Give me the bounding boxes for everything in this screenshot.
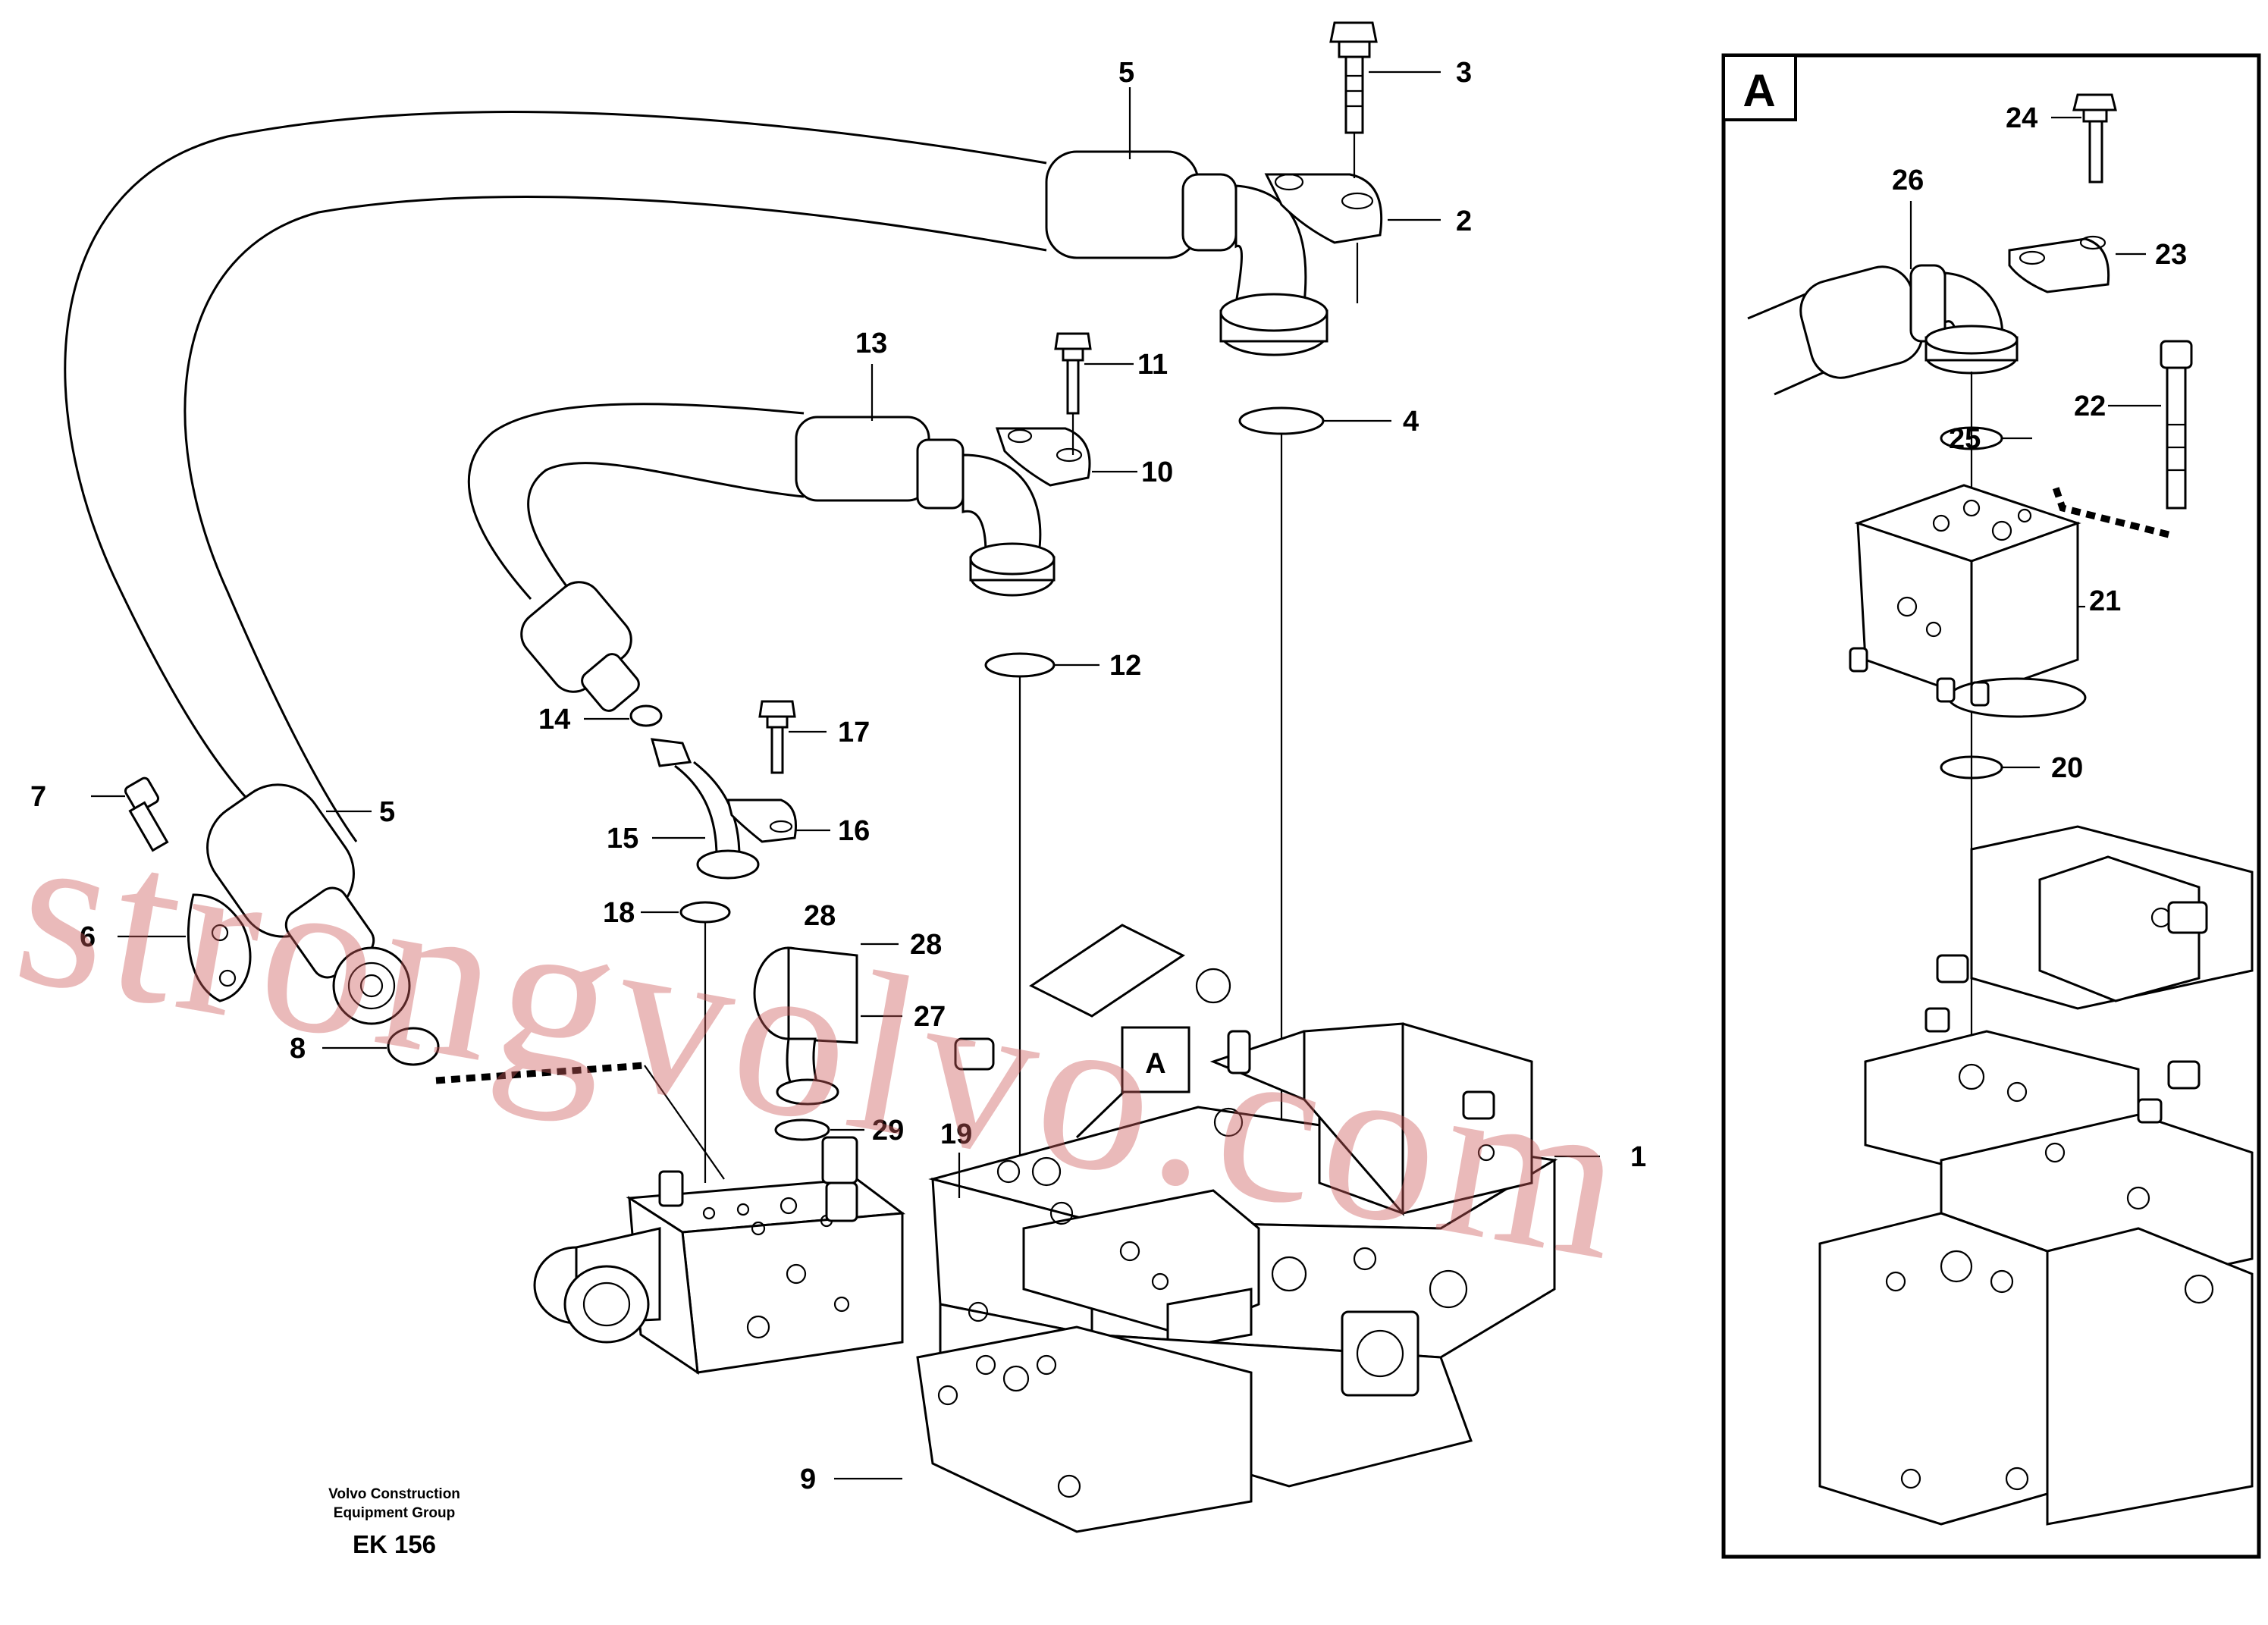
callout-28-upper: 28 <box>804 900 836 932</box>
callout-2: 2 <box>1456 205 1472 237</box>
view-marker-a-label: A <box>1145 1048 1165 1080</box>
detail-a-flange-23 <box>2008 235 2110 293</box>
detail-a-label-box <box>1722 54 1797 121</box>
o-ring-29 <box>774 1118 830 1141</box>
callout-6: 6 <box>80 921 96 953</box>
callout-4: 4 <box>1403 406 1419 438</box>
hose-13 <box>467 403 1056 712</box>
callout-23: 23 <box>2155 239 2187 271</box>
callout-9: 9 <box>800 1463 816 1495</box>
leader-to-valve-block <box>644 1065 725 1180</box>
detail-a-frame <box>1721 53 2261 1559</box>
callout-8: 8 <box>290 1033 306 1065</box>
callout-1: 1 <box>1630 1141 1646 1173</box>
detail-a-bolt-22 <box>2160 340 2193 510</box>
valve-block-small <box>533 1136 906 1376</box>
callout-13: 13 <box>855 328 887 359</box>
detail-a-label: A <box>1743 65 1775 116</box>
callout-5-lower: 5 <box>379 796 395 828</box>
main-control-valve <box>916 924 1558 1533</box>
o-ring-8 <box>387 1027 440 1066</box>
flange-2 <box>1264 173 1383 303</box>
callout-15: 15 <box>607 823 638 855</box>
callout-10: 10 <box>1141 456 1173 488</box>
callout-29: 29 <box>872 1115 904 1147</box>
callout-leaders <box>91 71 2161 1480</box>
callout-18: 18 <box>603 897 635 929</box>
callout-25: 25 <box>1949 423 1981 455</box>
leader-dashed-lower <box>435 1062 645 1084</box>
callout-14: 14 <box>538 704 570 736</box>
detail-a-dashed-leader <box>2051 484 2170 538</box>
flange-6 <box>187 893 252 1002</box>
flange-10 <box>995 427 1091 487</box>
detail-a-hose-26 <box>1747 264 2019 396</box>
callout-5-top: 5 <box>1118 57 1134 89</box>
bolt-3 <box>1329 21 1378 178</box>
callout-20: 20 <box>2051 752 2083 784</box>
credit-org-line-1: Volvo Construction <box>328 1486 460 1502</box>
detail-a-block-21 <box>1849 484 2087 718</box>
callout-16: 16 <box>838 815 870 847</box>
tube-15 <box>629 704 760 1183</box>
drawing-code: EK 156 <box>352 1530 437 1558</box>
callout-27: 27 <box>914 1001 946 1033</box>
detail-a-valve-section <box>1818 825 2254 1526</box>
detail-a-bolt-24 <box>2072 93 2117 184</box>
bolt-17 <box>758 700 796 774</box>
callout-12: 12 <box>1109 650 1141 682</box>
callout-17: 17 <box>838 717 870 748</box>
flange-16 <box>726 798 797 843</box>
callout-21: 21 <box>2089 585 2121 617</box>
credit-org-line-2: Equipment Group <box>333 1505 456 1521</box>
credit-organization: Volvo Construction Equipment Group <box>273 1485 516 1523</box>
bolt-7 <box>124 776 169 852</box>
callout-7: 7 <box>30 781 46 813</box>
callout-19: 19 <box>940 1118 972 1150</box>
callout-24: 24 <box>2006 102 2037 134</box>
callout-11: 11 <box>1137 349 1168 381</box>
callout-3: 3 <box>1456 57 1472 89</box>
callout-28-lower: 28 <box>910 929 942 961</box>
callout-22: 22 <box>2074 391 2106 422</box>
bolt-11 <box>1054 332 1092 455</box>
hose-5-large <box>64 111 1328 1025</box>
fitting-27 <box>753 946 858 1106</box>
callout-numbers: 1 2 3 4 5 5 6 7 8 9 10 11 12 13 14 15 16… <box>30 57 2187 1495</box>
view-marker-a <box>1075 1026 1190 1139</box>
callout-26: 26 <box>1892 165 1924 196</box>
